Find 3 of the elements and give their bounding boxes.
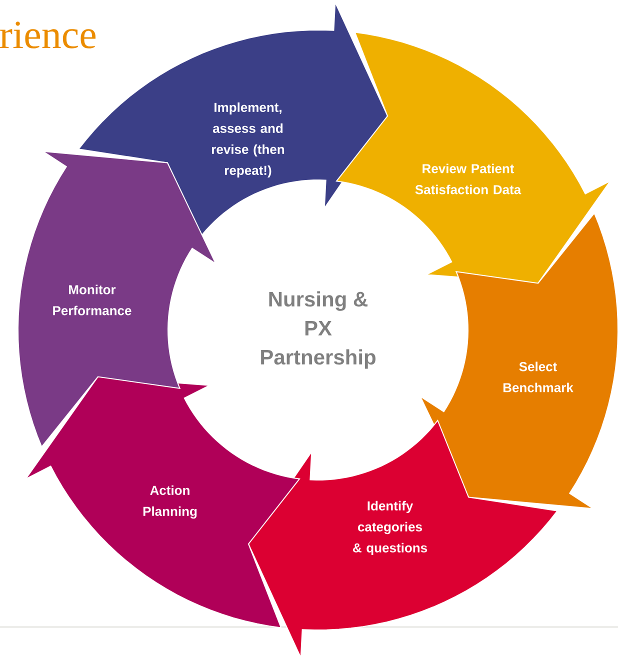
- center-text: Nursing & PX Partnership: [261, 291, 376, 369]
- arrow-segment: Action Planning: [24, 376, 300, 628]
- arrow-segment: Review Patient Satisfaction Data: [336, 32, 612, 284]
